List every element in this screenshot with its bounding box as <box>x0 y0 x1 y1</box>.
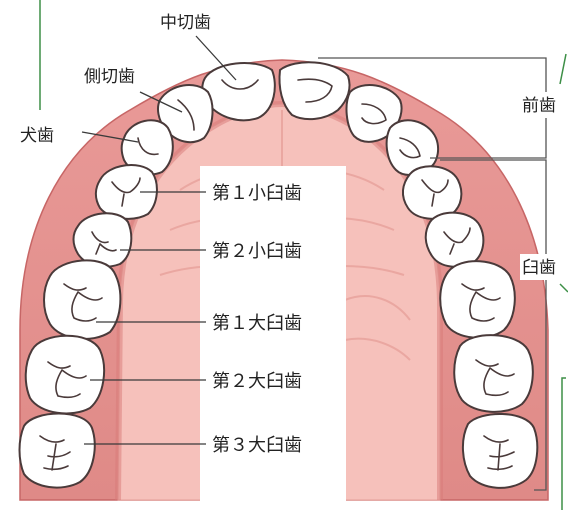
first-premolar-right <box>403 166 461 219</box>
second-molar-left <box>26 336 104 414</box>
label-third-molar: 第３大臼歯 <box>212 435 302 456</box>
third-molar-right <box>463 414 537 488</box>
label-anterior-teeth: 前歯 <box>522 96 556 116</box>
third-molar-left <box>20 414 95 488</box>
second-premolar-right <box>426 213 484 267</box>
second-premolar-left <box>74 213 132 266</box>
label-second-premolar: 第２小臼歯 <box>212 241 302 262</box>
accent-line-right-top <box>560 54 566 84</box>
accent-line-right-mid <box>560 284 568 292</box>
label-first-premolar: 第１小臼歯 <box>212 183 302 204</box>
second-molar-right <box>454 335 533 412</box>
accent-line-right-bottom <box>562 378 566 510</box>
first-molar-left <box>44 260 120 339</box>
first-molar-right <box>440 261 515 338</box>
label-central-incisor: 中切歯 <box>160 13 211 33</box>
label-canine: 犬歯 <box>20 126 54 146</box>
label-lateral-incisor: 側切歯 <box>84 67 135 87</box>
label-first-molar: 第１大臼歯 <box>212 313 302 334</box>
label-second-molar: 第２大臼歯 <box>212 371 302 392</box>
label-molars: 臼歯 <box>522 258 556 278</box>
